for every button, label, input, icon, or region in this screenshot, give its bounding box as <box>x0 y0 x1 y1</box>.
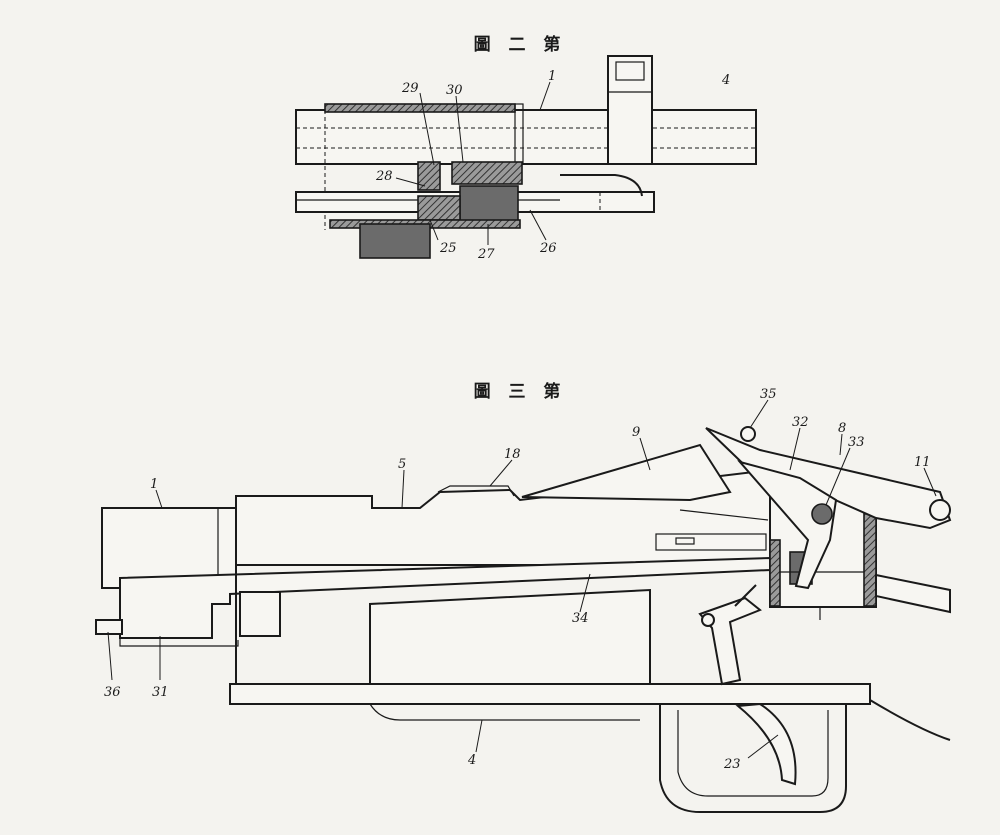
top-band <box>324 103 516 113</box>
trigger-plate <box>229 683 871 705</box>
label-f3-33: 33 <box>848 435 865 450</box>
housing-wall <box>769 539 781 607</box>
sling-wire <box>869 699 951 741</box>
leader-1 <box>539 81 551 111</box>
tail-spring <box>875 573 951 614</box>
sear-arm <box>734 584 757 607</box>
leader-f3-35 <box>749 399 769 429</box>
label-f3-36: 36 <box>104 685 121 700</box>
figure-3-title: 圖 三 第 <box>474 381 567 402</box>
sear-pin <box>701 613 715 627</box>
trigger-23 <box>735 702 797 786</box>
figure-2-title: 圖 二 第 <box>474 34 567 55</box>
leader-f3-36 <box>107 631 113 681</box>
slot-detail <box>675 537 695 545</box>
knob-35 <box>740 426 756 442</box>
label-30: 30 <box>446 83 463 98</box>
leader-f3-32 <box>789 427 801 471</box>
sear-linkage <box>698 596 762 686</box>
spring-27 <box>459 185 519 225</box>
leader-f3-8 <box>839 433 843 456</box>
barrel-tube <box>295 109 757 165</box>
cam-32 <box>737 460 838 590</box>
leader-26 <box>529 209 547 241</box>
pivot-33 <box>811 503 833 525</box>
leader-30 <box>455 95 464 163</box>
label-f3-32: 32 <box>792 415 809 430</box>
trigger-guard-inner <box>677 710 829 797</box>
label-f3-1: 1 <box>150 477 158 492</box>
pin-36 <box>95 619 123 635</box>
label-f3-5: 5 <box>398 457 406 472</box>
label-27: 27 <box>477 247 495 262</box>
leader-f3-4 <box>475 719 483 753</box>
label-25: 25 <box>439 241 457 256</box>
label-f3-23: 23 <box>723 757 741 772</box>
lower-block <box>359 223 431 259</box>
leader-f3-23 <box>747 734 779 759</box>
figure-2: 圖 二 第 29 30 1 4 <box>295 34 757 262</box>
label-f3-34: 34 <box>572 611 589 626</box>
leader-28 <box>395 177 426 187</box>
wire-link <box>560 174 643 197</box>
label-f3-18: 18 <box>504 447 521 462</box>
bracket-31 <box>119 638 239 647</box>
leader-25 <box>429 219 439 241</box>
leader-f3-1 <box>155 489 163 509</box>
block-30 <box>451 161 523 185</box>
leader-29 <box>419 92 435 166</box>
plate-bottom <box>369 703 640 721</box>
block-25-upper <box>417 195 461 221</box>
label-f3-9: 9 <box>632 425 640 440</box>
label-29: 29 <box>401 81 419 96</box>
label-4: 4 <box>721 73 730 88</box>
sight-window <box>615 61 645 81</box>
leader-f3-9 <box>639 437 651 471</box>
figure-3: 圖 三 第 <box>95 381 952 813</box>
label-1: 1 <box>548 69 556 84</box>
body-slot <box>655 533 767 551</box>
leader-f3-34 <box>579 573 591 613</box>
body-line <box>679 509 769 521</box>
leader-f3-33 <box>825 447 851 506</box>
label-f3-11: 11 <box>914 455 931 470</box>
leader-f3-18 <box>489 459 513 487</box>
label-f3-35: 35 <box>760 387 777 402</box>
rod-lug <box>239 591 281 637</box>
leader-f3-11 <box>923 467 937 497</box>
wedge-9 <box>521 443 732 502</box>
label-f3-31: 31 <box>152 685 169 700</box>
pivot-11 <box>929 499 951 521</box>
block-28 <box>417 161 441 191</box>
label-f3-8: 8 <box>838 421 846 436</box>
leader-f3-5 <box>401 469 405 509</box>
front-sight-post <box>607 55 653 165</box>
label-f3-4: 4 <box>467 753 476 768</box>
trigger-guard <box>659 704 847 813</box>
label-28: 28 <box>375 169 393 184</box>
latch-18 <box>437 485 515 497</box>
label-26: 26 <box>539 241 557 256</box>
